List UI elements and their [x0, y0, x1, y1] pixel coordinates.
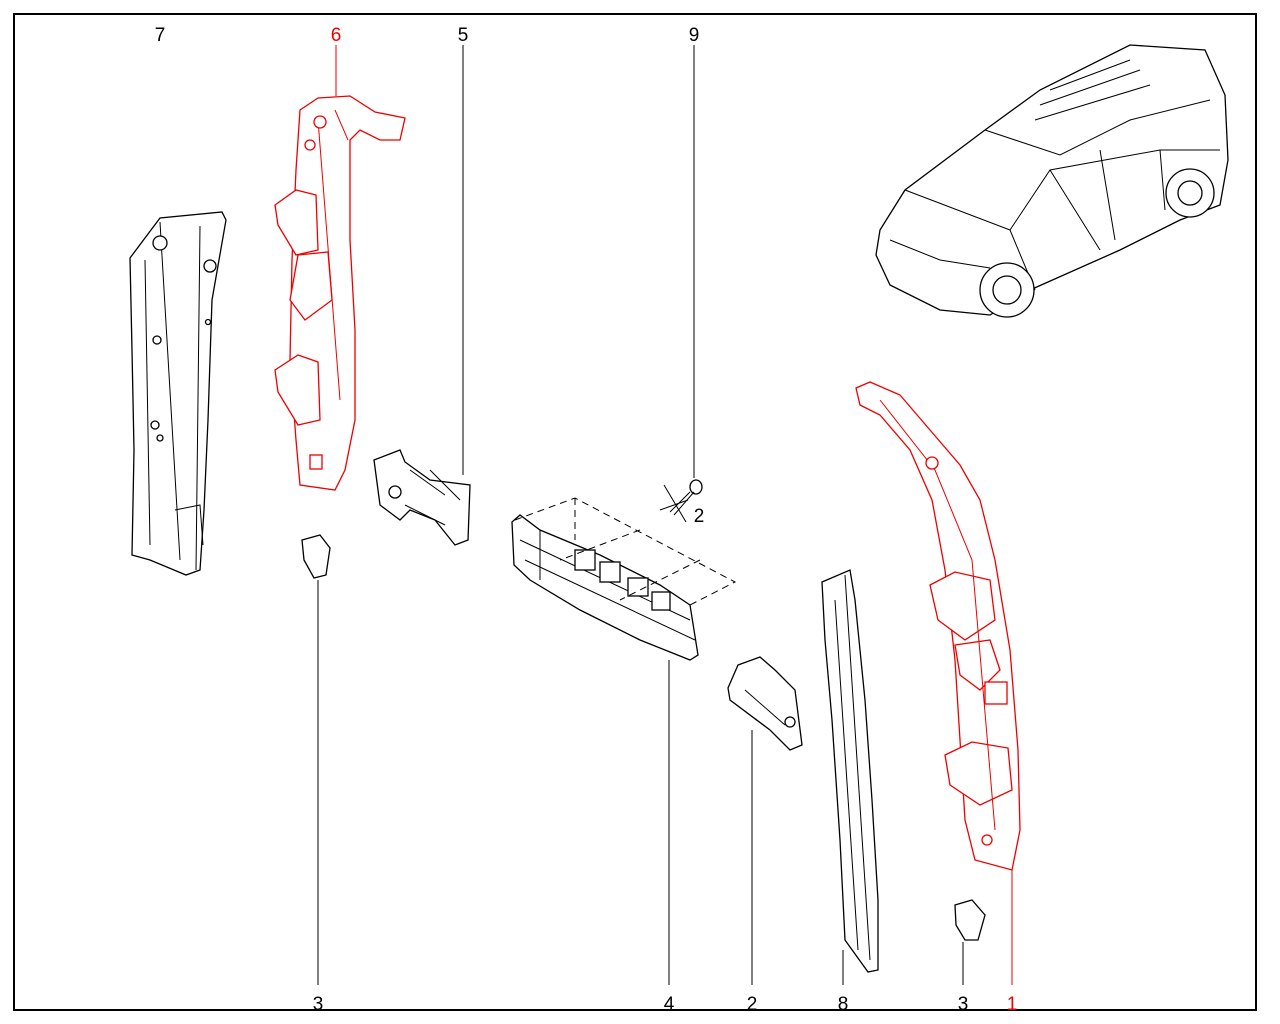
part-8-pillar-trim[interactable] [821, 569, 879, 985]
part-9-bolt[interactable]: 2 [659, 45, 705, 527]
part-4-cross-member[interactable] [511, 497, 737, 985]
part-6-pillar-reinforcement[interactable] [274, 45, 406, 491]
part-7-pillar-inner[interactable] [129, 211, 227, 576]
part-1-pillar-reinforcement[interactable] [855, 381, 1021, 985]
part-5-bracket[interactable] [373, 45, 471, 546]
part-3-small-bracket-left[interactable] [301, 534, 331, 985]
part-2-gusset[interactable] [727, 656, 803, 985]
part-3-small-bracket-right[interactable] [954, 899, 986, 985]
callout-4: 4 [664, 994, 675, 1015]
vehicle-illustration [875, 44, 1229, 318]
callout-3-left: 3 [313, 994, 324, 1015]
callout-7: 7 [155, 25, 166, 46]
callout-6: 6 [331, 25, 342, 46]
callout-3-right: 3 [958, 994, 969, 1015]
callout-9: 9 [689, 25, 700, 46]
diagram-frame [13, 13, 1257, 1011]
callout-5: 5 [458, 25, 469, 46]
callout-8: 8 [838, 994, 849, 1015]
bolt-sub-label: 2 [694, 506, 705, 527]
callout-1: 1 [1007, 994, 1018, 1015]
callout-2: 2 [747, 994, 758, 1015]
